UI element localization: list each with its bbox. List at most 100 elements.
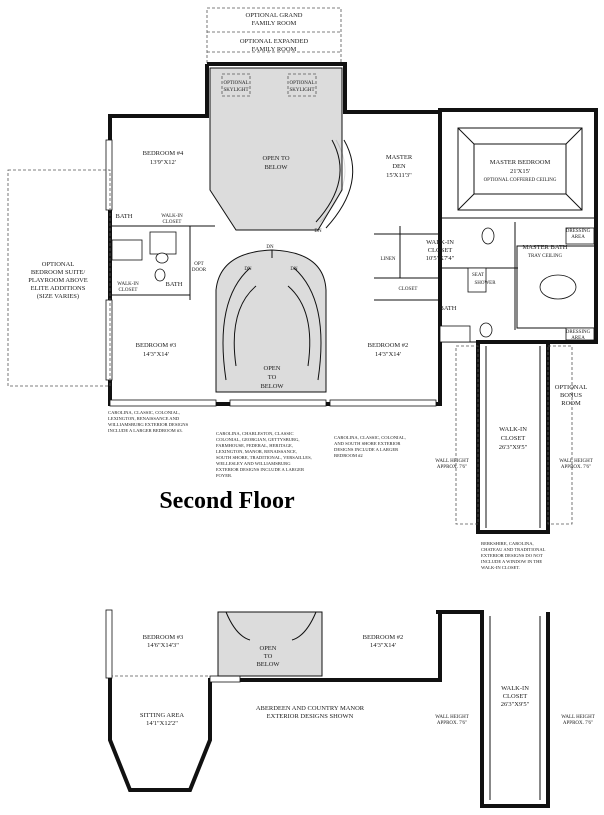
lower-wall-height-right: WALL HEIGHT APPROX. 7'6" [561,715,595,726]
svg-text:CAROLINA, CHARLESTON, CLASSIC: CAROLINA, CHARLESTON, CLASSIC [216,431,294,437]
svg-text:BELOW: BELOW [264,164,288,171]
svg-text:OPTIONAL: OPTIONAL [555,384,588,391]
svg-text:OPTIONAL: OPTIONAL [290,81,315,86]
master-bath-fixtures [516,227,596,341]
svg-text:APPROX. 7'6": APPROX. 7'6" [561,465,591,470]
wall-height-right-label: WALL HEIGHT APPROX. 7'6" [559,459,593,470]
svg-text:14'3"X14': 14'3"X14' [143,351,169,358]
optional-bonus-room-label: OPTIONAL BONUS ROOM [555,384,588,407]
foyer-open-to-below [215,249,327,393]
svg-text:TO: TO [264,653,273,660]
svg-text:15'X11'3": 15'X11'3" [386,172,412,179]
svg-text:DEN: DEN [392,163,406,170]
svg-text:LEXINGTON, RENAISSANCE AND: LEXINGTON, RENAISSANCE AND [108,416,180,422]
svg-text:ROOM: ROOM [561,400,581,407]
svg-text:CLOSET: CLOSET [501,435,526,442]
svg-text:OPEN TO: OPEN TO [262,155,289,162]
svg-text:AND SOUTH SHORE EXTERIOR: AND SOUTH SHORE EXTERIOR [334,441,401,446]
svg-text:(SIZE VARIES): (SIZE VARIES) [37,293,79,300]
svg-text:INCLUDE A LARGER BEDROOM #3.: INCLUDE A LARGER BEDROOM #3. [108,428,183,433]
svg-text:APPROX. 7'6": APPROX. 7'6" [437,721,467,726]
lower-walk-in-closet-label: WALK-IN CLOSET 26'3"X9'5" [501,685,530,708]
master-bedroom-ceiling [457,127,583,211]
skylight-right-label: OPTIONAL SKYLIGHT [290,81,315,93]
svg-text:WALK-IN: WALK-IN [501,685,529,692]
svg-text:SOUTH SHORE, TRADITIONAL, VERS: SOUTH SHORE, TRADITIONAL, VERSAILLES, [216,455,312,461]
svg-text:BEDROOM #2: BEDROOM #2 [334,453,363,458]
svg-text:14'1"X12'2": 14'1"X12'2" [146,720,178,727]
svg-text:AREA: AREA [571,336,585,341]
svg-text:WILLIAMSBURG EXTERIOR DESIGNS: WILLIAMSBURG EXTERIOR DESIGNS [108,422,189,427]
svg-text:WALK-IN: WALK-IN [499,426,527,433]
svg-text:21'X15': 21'X15' [510,168,530,175]
svg-text:CLOSET: CLOSET [119,288,138,293]
svg-text:APPROX. 7'6": APPROX. 7'6" [437,465,467,470]
svg-text:BELOW: BELOW [260,383,284,390]
svg-text:LEXINGTON, MANOR, RENAISSANCE,: LEXINGTON, MANOR, RENAISSANCE, [216,449,297,455]
svg-text:26'3"X9'5": 26'3"X9'5" [499,444,528,451]
svg-text:14'6"X14'3": 14'6"X14'3" [147,642,179,649]
svg-text:SEAT: SEAT [472,273,484,278]
svg-text:FOYER.: FOYER. [216,473,232,478]
svg-text:INCLUDE A WINDOW IN THE: INCLUDE A WINDOW IN THE [481,559,542,564]
svg-text:26'3"X9'5": 26'3"X9'5" [501,701,530,708]
seat-shower-label: SEAT SHOWER [472,273,496,286]
svg-text:MASTER: MASTER [386,154,413,161]
master-bedroom-label: MASTER BEDROOM 21'X15' OPTIONAL COFFERED… [484,159,557,183]
walk-in-closet-large-label: WALK-IN CLOSET 26'3"X9'5" [499,426,528,451]
svg-text:WALK-IN: WALK-IN [161,214,183,219]
svg-text:APPROX. 7'6": APPROX. 7'6" [563,721,593,726]
open-to-below-top-label: OPEN TO BELOW [262,155,289,171]
skylight-left-label: OPTIONAL SKYLIGHT [224,81,249,93]
svg-text:DOOR: DOOR [192,268,207,273]
svg-text:SKYLIGHT: SKYLIGHT [290,88,315,93]
svg-text:WALK-IN: WALK-IN [426,239,454,246]
exterior-note-label: ABERDEEN AND COUNTRY MANOR EXTERIOR DESI… [256,705,365,720]
optional-suite-label: OPTIONAL BEDROOM SUITE/ PLAYROOM ABOVE E… [28,261,88,300]
svg-text:EXTERIOR DESIGNS SHOWN: EXTERIOR DESIGNS SHOWN [267,713,354,720]
svg-text:WALK-IN CLOSET.: WALK-IN CLOSET. [481,565,520,570]
svg-text:BONUS: BONUS [560,392,582,399]
wall-height-left-label: WALL HEIGHT APPROX. 7'6" [435,459,469,470]
walk-in-closet-master-label: WALK-IN CLOSET 10'5"X7'4" [426,239,455,262]
svg-text:SKYLIGHT: SKYLIGHT [224,88,249,93]
dressing-area-bottom-label: DRESSING AREA [566,330,591,341]
svg-text:WALL HEIGHT: WALL HEIGHT [435,459,469,464]
svg-text:BEDROOM SUITE/: BEDROOM SUITE/ [31,269,86,276]
closet-label: CLOSET [399,287,418,292]
svg-text:CHATEAU AND TRADITIONAL: CHATEAU AND TRADITIONAL [481,547,546,552]
walk-in-closet-small-lower: WALK-IN CLOSET [117,282,139,293]
svg-text:WALL HEIGHT: WALL HEIGHT [435,715,469,720]
lower-wall-height-left: WALL HEIGHT APPROX. 7'6" [435,715,469,726]
svg-text:EXTERIOR DESIGNS INCLUDE A LAR: EXTERIOR DESIGNS INCLUDE A LARGER [216,467,305,472]
svg-text:CAROLINA, CLASSIC, COLONIAL,: CAROLINA, CLASSIC, COLONIAL, [108,410,180,416]
svg-text:WALL HEIGHT: WALL HEIGHT [561,715,595,720]
stair-dn-center-label: DN [266,245,274,250]
bath-label-lower-left: BATH [166,281,183,288]
svg-text:TO: TO [268,374,277,381]
master-den-label: MASTER DEN 15'X11'3" [386,154,413,179]
open-to-below-mid-label: OPEN TO BELOW [260,365,284,390]
svg-text:EXTERIOR DESIGNS DO NOT: EXTERIOR DESIGNS DO NOT [481,553,543,558]
svg-text:OPTIONAL EXPANDED: OPTIONAL EXPANDED [240,38,309,45]
open-to-below-top-area [209,67,343,231]
svg-text:BEDROOM #2: BEDROOM #2 [368,342,409,349]
svg-text:14'3"X14': 14'3"X14' [375,351,401,358]
svg-text:SITTING AREA: SITTING AREA [140,712,185,719]
note-closet: BERKSHIRE, CAROLINA, CHATEAU AND TRADITI… [481,541,546,570]
note-center: CAROLINA, CHARLESTON, CLASSIC COLONIAL, … [216,431,312,478]
svg-text:OPTIONAL: OPTIONAL [42,261,75,268]
svg-text:BEDROOM #3: BEDROOM #3 [136,342,177,349]
svg-text:OPTIONAL GRAND: OPTIONAL GRAND [246,12,303,19]
note-right: CAROLINA, CLASSIC, COLONIAL, AND SOUTH S… [334,435,406,458]
upper-plan-walls [108,62,598,534]
optional-expanded-family-room-label: OPTIONAL EXPANDED FAMILY ROOM [240,38,309,53]
master-bath-label: MASTER BATH TRAY CEILING [523,244,568,259]
bath-label-upper-left: BATH [116,213,133,220]
svg-text:BERKSHIRE, CAROLINA,: BERKSHIRE, CAROLINA, [481,541,534,547]
svg-text:ABERDEEN AND COUNTRY MANOR: ABERDEEN AND COUNTRY MANOR [256,705,365,712]
svg-text:WELLESLEY AND WILLIAMSBURG: WELLESLEY AND WILLIAMSBURG [216,461,291,466]
svg-text:DRESSING: DRESSING [566,330,591,335]
bedroom4-label: BEDROOM #4 13'9"X12' [143,150,184,166]
